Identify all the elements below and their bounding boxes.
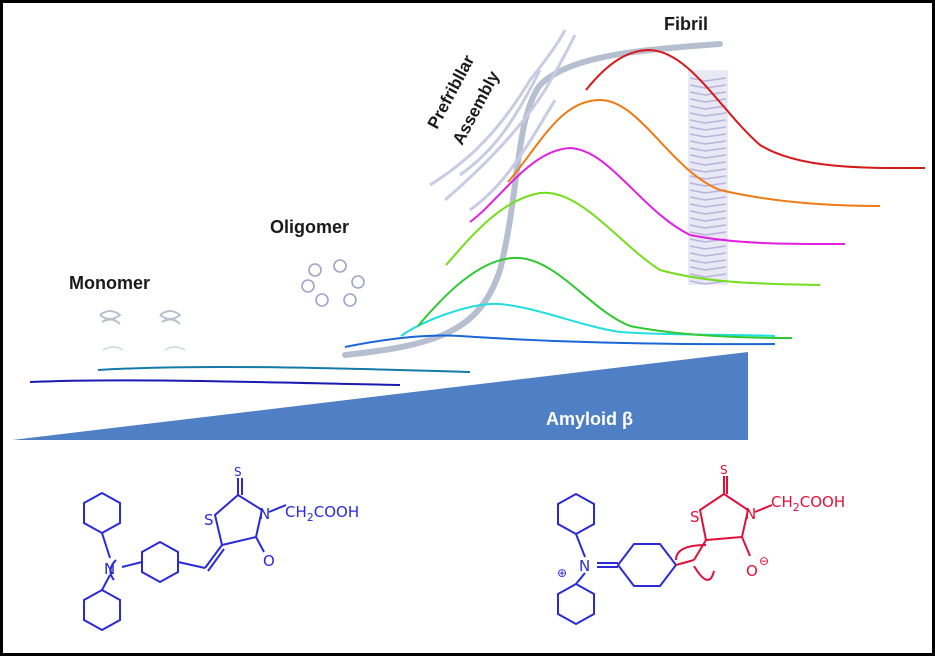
fibril-strand-line: [689, 245, 727, 250]
zwitterion-thiazole: [698, 492, 750, 542]
neutral-sulfur-thione: S: [234, 465, 242, 479]
neutral-phenyl-center: [141, 540, 179, 584]
fibril-strand-line: [689, 189, 727, 194]
aggregation-sigmoid: [342, 41, 723, 358]
neutral-sidechain: CH2COOH: [285, 503, 359, 524]
upper-panel: [8, 8, 927, 448]
amyloid-label: Amyloid β: [546, 409, 633, 429]
fibril-strand-line: [689, 133, 727, 138]
fibril-strand-line: [689, 231, 727, 236]
fibril-strand-line: [689, 161, 727, 166]
zwitterion-sidechain: CH2COOH: [771, 493, 845, 514]
fibril-strand-line: [689, 224, 727, 229]
fibril-stack-icon: [688, 70, 728, 285]
zwitterion-minus: ⊖: [759, 554, 769, 568]
fluorescence-curves: [29, 48, 926, 386]
zwitterion-sulfur-ring: S: [690, 508, 700, 526]
fibril-strand-line: [689, 217, 727, 222]
neutral-phenyl-top: [83, 491, 121, 535]
zwitterion-oxygen: O: [746, 562, 758, 580]
zwitterion-structure: [557, 476, 773, 626]
neutral-structure: [83, 478, 287, 632]
fibril-strand-line: [689, 126, 727, 131]
zwitterion-arrow-1: [675, 544, 707, 561]
fibril-label: Fibril: [664, 14, 708, 34]
curve-orange: [507, 98, 881, 207]
neutral-nitrogen-ring: N: [259, 505, 270, 523]
zwitterion-structure-text: N ⊕ S S N O ⊖ CH2COOH: [557, 463, 845, 580]
fibril-strand-line: [689, 280, 727, 285]
curve-blue: [344, 334, 776, 348]
zwitterion-plus: ⊕: [557, 566, 567, 580]
fibril-strand-line: [689, 105, 727, 110]
curve-red: [585, 48, 926, 170]
fibril-strand-line: [689, 154, 727, 159]
neutral-thiazolidine: [213, 493, 264, 547]
curve-magenta: [469, 146, 846, 246]
amyloid-wedge: [12, 352, 748, 440]
neutral-carbonyl-oxygen: O: [263, 552, 275, 570]
fibril-strand-line: [689, 77, 727, 82]
fibril-strand-line: [689, 91, 727, 96]
fibril-strand-line: [689, 252, 727, 257]
zwitterion-nitrogen-ring: N: [745, 505, 756, 523]
curve-teal: [97, 365, 471, 373]
curve-green: [417, 256, 793, 339]
fibril-strand-line: [689, 140, 727, 145]
fibril-strand-line: [689, 273, 727, 278]
zwitterion-sulfur-thione: S: [720, 463, 728, 477]
prefibrillar-strands: [429, 29, 577, 212]
zwitterion-phenyl-top: [557, 492, 595, 536]
fibril-strand-line: [689, 196, 727, 201]
curve-cyan: [400, 302, 776, 337]
curve-lime: [445, 191, 821, 286]
fibril-strand-line: [689, 112, 727, 117]
neutral-structure-text: S S N N O CH2COOH: [104, 465, 359, 578]
neutral-sulfur-ring: S: [204, 511, 214, 529]
zwitterion-arrow-2: [693, 565, 715, 581]
fibril-strand-line: [689, 84, 727, 89]
fibril-strand-line: [689, 266, 727, 271]
fibril-strand-line: [689, 203, 727, 208]
fibril-strand-line: [689, 182, 727, 187]
zwitterion-amine-nitrogen: N: [579, 557, 590, 575]
curve-navy: [29, 379, 401, 386]
fibril-strand-line: [689, 168, 727, 173]
monomer-icon: [99, 310, 186, 351]
fibril-strand-line: [689, 147, 727, 152]
fibril-strand-line: [689, 175, 727, 180]
oligomer-label: Oligomer: [270, 217, 349, 237]
neutral-amine-nitrogen: N: [104, 560, 115, 578]
oligomer-icon: [301, 259, 365, 307]
monomer-label: Monomer: [69, 273, 150, 293]
fibril-strand-line: [689, 210, 727, 215]
fibril-strand-line: [689, 119, 727, 124]
fibril-strand-line: [689, 259, 727, 264]
